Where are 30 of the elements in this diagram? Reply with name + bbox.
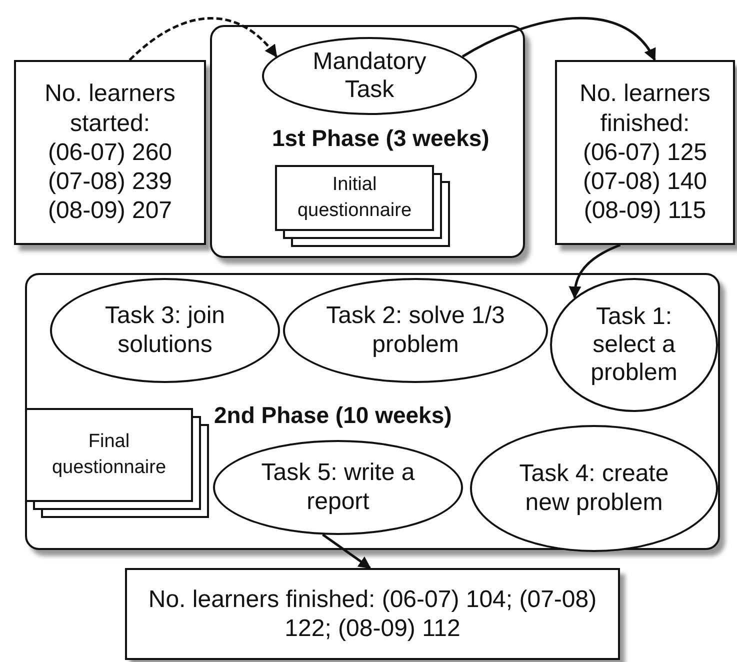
task-label: Task 5: write a report [260, 459, 416, 516]
count-box [555, 60, 735, 245]
count-text: (08-09) 115 [584, 196, 706, 226]
task-label: Task 2: solve 1/3 problem [326, 302, 506, 359]
task-label: Task 1: select a problem [590, 302, 678, 388]
phase-heading: 2nd Phase (10 weeks) [214, 402, 452, 429]
arrow [568, 244, 621, 299]
arrow [128, 17, 278, 61]
document-stack [275, 165, 450, 247]
task-label: Task 4: create new problem [518, 460, 670, 517]
count-text: (08-09) 207 [48, 196, 172, 226]
count-text: (07-08) 140 [582, 167, 708, 196]
task-label: Task 3: join solutions [104, 302, 226, 359]
count-text: (06-07) 125 [582, 138, 708, 168]
count-box [125, 568, 620, 660]
count-box [14, 60, 206, 245]
document-label: Final questionnaire [50, 430, 168, 480]
task-label: Mandatory Task [312, 48, 428, 104]
count-text: No. learners started: [44, 79, 176, 138]
arrow [462, 17, 656, 62]
document-label: Initial questionnaire [296, 173, 413, 223]
phase-panel [210, 25, 525, 258]
count-text: (07-08) 239 [48, 167, 172, 196]
count-text: No. learners finished: (06-07) 104; (07-08) 122; (08-09) 112 [147, 584, 598, 644]
phase-panel [25, 273, 720, 550]
count-text: (06-07) 260 [48, 138, 172, 168]
phase-heading: 1st Phase (3 weeks) [272, 125, 490, 152]
document-stack [25, 408, 209, 518]
arrow [322, 534, 372, 570]
count-text: No. learners finished: [578, 79, 712, 138]
